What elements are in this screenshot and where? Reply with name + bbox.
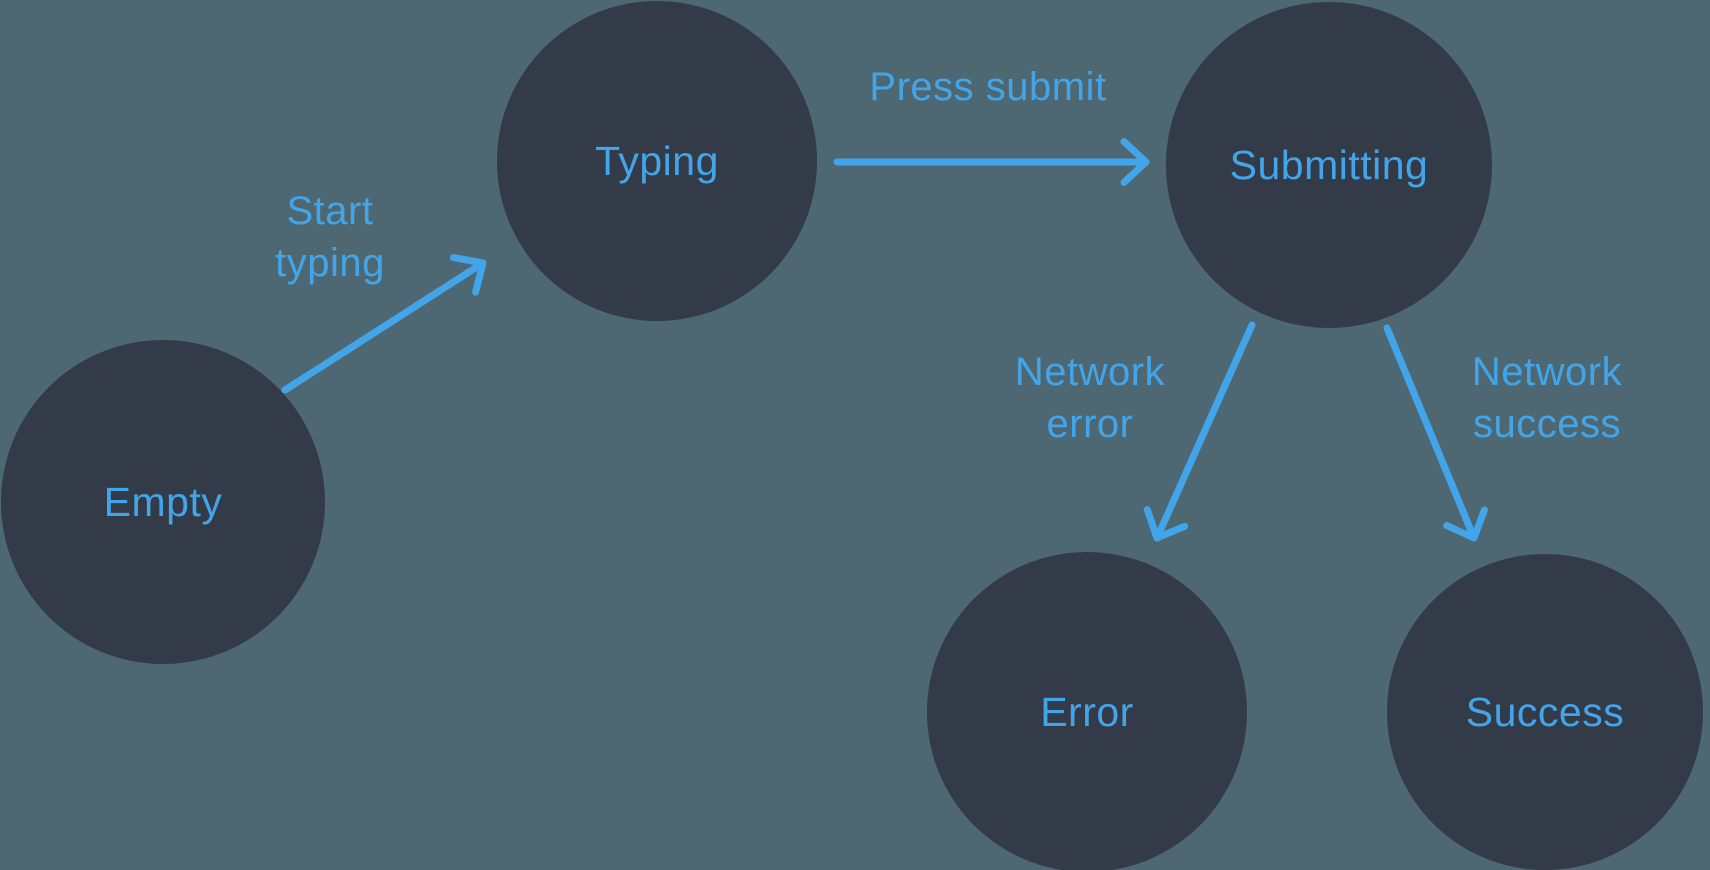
state-node-label-empty: Empty	[104, 479, 223, 525]
transition-label-network-error-line1: Network	[1015, 350, 1166, 394]
state-node-submitting	[1166, 2, 1492, 328]
transition-arrow-line-start-typing	[281, 259, 487, 394]
transition-arrowhead-icon-network-error	[1143, 506, 1189, 542]
transition-arrowhead-icon-start-typing	[450, 254, 487, 296]
transition-arrowhead-icon-network-success	[1443, 506, 1488, 542]
transition-arrowhead-icon-press-submit	[1120, 138, 1150, 186]
state-node-empty	[1, 340, 325, 664]
transition-label-start-typing-line1: Start	[287, 189, 374, 233]
state-node-label-submitting: Submitting	[1230, 142, 1429, 188]
transition-arrow-line-network-success	[1383, 324, 1478, 542]
transition-label-start-typing-line2: typing	[275, 241, 385, 285]
transition-label-press-submit-line1: Press submit	[869, 65, 1106, 109]
state-node-label-error: Error	[1040, 689, 1134, 735]
state-node-label-typing: Typing	[595, 138, 719, 184]
state-node-label-success: Success	[1466, 689, 1624, 735]
state-node-error	[927, 552, 1247, 870]
transition-arrow-line-network-error	[1153, 321, 1256, 542]
transition-label-network-success-line1: Network	[1472, 350, 1623, 394]
transition-label-network-error-line2: error	[1047, 402, 1134, 446]
state-node-success	[1387, 554, 1703, 870]
transition-label-network-success-line2: success	[1473, 402, 1621, 446]
state-node-typing	[497, 1, 817, 321]
